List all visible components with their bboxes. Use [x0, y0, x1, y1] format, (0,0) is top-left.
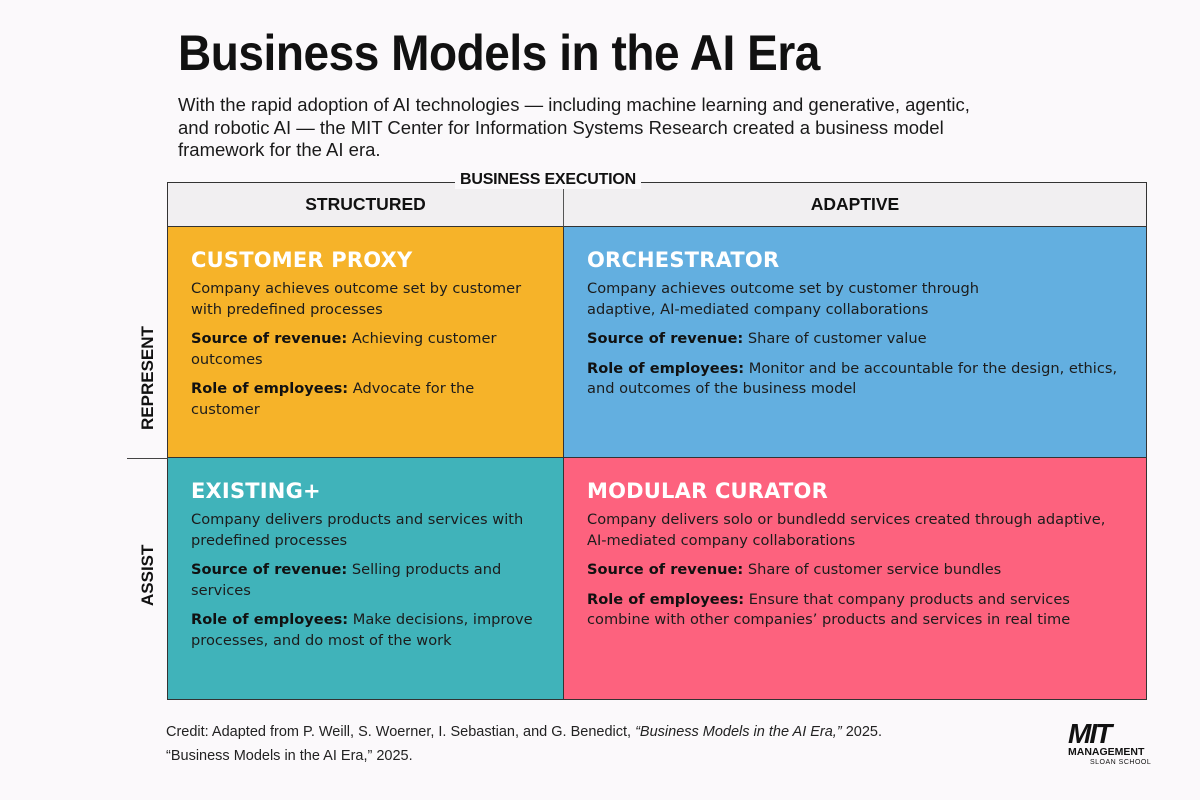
quadrant-title: MODULAR CURATOR	[587, 479, 828, 503]
credit-title: “Business Models in the AI Era,”	[635, 724, 842, 740]
page-title: Business Models in the AI Era	[178, 25, 820, 81]
revenue-value: Selling products and services	[191, 561, 502, 599]
revenue-line: Source of revenue: Achieving customer ou…	[191, 329, 541, 370]
employees-label: Role of employees:	[587, 590, 745, 608]
logo-school: SLOAN SCHOOL	[1090, 759, 1152, 766]
employees-line: Role of employees: Monitor and be accoun…	[587, 359, 1124, 400]
revenue-value: Share of customer value	[747, 330, 927, 347]
quadrant-description: Company achieves outcome set by customer…	[191, 280, 522, 318]
logo-management: MANAGEMENT	[1068, 746, 1145, 758]
row-axis-divider	[127, 458, 168, 459]
revenue-label: Source of revenue:	[587, 330, 744, 347]
revenue-value: Achieving customer outcomes	[191, 330, 497, 368]
page-subtitle: With the rapid adoption of AI technologi…	[178, 94, 970, 160]
employees-label: Role of employees:	[191, 611, 349, 628]
revenue-label: Source of revenue:	[587, 561, 744, 578]
quadrant-modular-curator: MODULAR CURATOR Company delivers solo or…	[564, 458, 1146, 699]
revenue-line: Source of revenue: Selling products and …	[191, 560, 541, 601]
revenue-line: Source of revenue: Share of customer val…	[587, 329, 1124, 350]
employees-line: Role of employees: Make decisions, impro…	[191, 610, 541, 651]
quadrant-description: Company delivers solo or bundledd servic…	[587, 511, 1106, 549]
business-model-matrix: STRUCTURED ADAPTIVE CUSTOMER PROXY Compa…	[167, 182, 1147, 700]
credit-prefix: Credit: Adapted from P. Weill, S. Woerne…	[166, 724, 636, 740]
employees-label: Role of employees:	[191, 380, 349, 397]
quadrant-existing-plus: EXISTING+ Company delivers products and …	[168, 458, 564, 699]
revenue-line: Source of revenue: Share of customer ser…	[587, 560, 1124, 581]
employees-value: Advocate for the customer	[191, 380, 475, 418]
business-execution-axis-label: BUSINESS EXECUTION	[455, 171, 641, 189]
employees-line: Role of employees: Advocate for the cust…	[191, 379, 541, 420]
employees-value: Monitor and be accountable for the desig…	[587, 359, 1118, 398]
column-header-adaptive: ADAPTIVE	[564, 183, 1146, 227]
row-label-represent: REPRESENT	[138, 326, 157, 430]
credit-year: 2025.	[841, 724, 882, 740]
mit-sloan-logo: MIT MANAGEMENT SLOAN SCHOOL	[1068, 718, 1158, 767]
employees-value: Make decisions, improve processes, and d…	[191, 611, 533, 649]
credit-line-2: “Business Models in the AI Era,” 2025.	[166, 748, 413, 764]
employees-value: Ensure that company products and service…	[587, 590, 1071, 629]
quadrant-title: ORCHESTRATOR	[587, 248, 780, 272]
quadrant-title: EXISTING+	[191, 479, 321, 503]
credit-text: Credit: Adapted from P. Weill, S. Woerne…	[166, 720, 882, 768]
revenue-value: Share of customer service bundles	[747, 561, 1002, 578]
logo-mit: MIT	[1068, 718, 1112, 749]
quadrant-customer-proxy: CUSTOMER PROXY Company achieves outcome …	[168, 227, 564, 458]
column-header-structured: STRUCTURED	[168, 183, 564, 227]
quadrant-description: Company delivers products and services w…	[191, 511, 524, 549]
quadrant-orchestrator: ORCHESTRATOR Company achieves outcome se…	[564, 227, 1146, 458]
quadrant-title: CUSTOMER PROXY	[191, 248, 413, 272]
employees-line: Role of employees: Ensure that company p…	[587, 590, 1124, 631]
row-label-assist: ASSIST	[138, 544, 157, 606]
revenue-label: Source of revenue:	[191, 330, 348, 347]
revenue-label: Source of revenue:	[191, 561, 348, 578]
quadrant-description: Company achieves outcome set by customer…	[587, 280, 980, 318]
credit-line-1: Credit: Adapted from P. Weill, S. Woerne…	[166, 720, 882, 744]
employees-label: Role of employees:	[587, 359, 745, 377]
